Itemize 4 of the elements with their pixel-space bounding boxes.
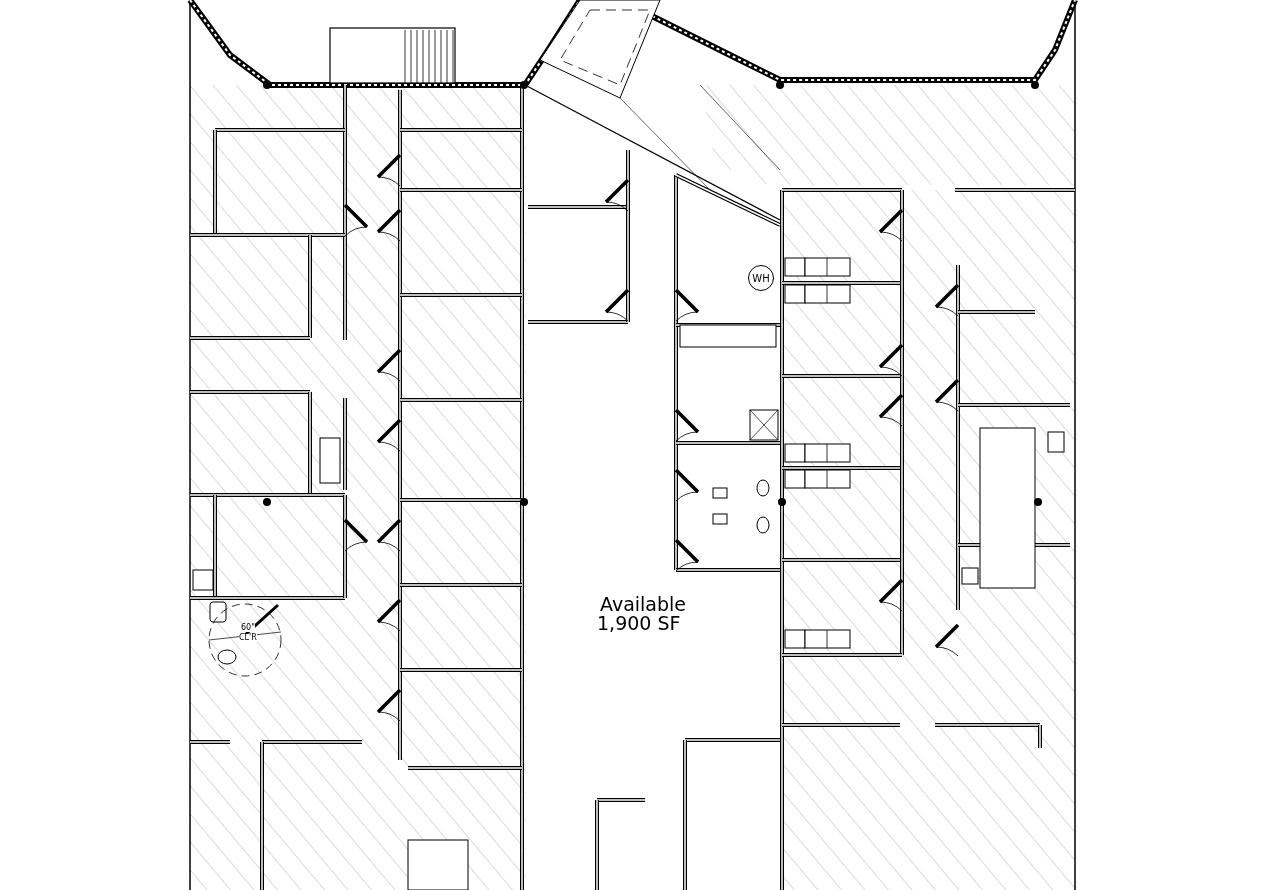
area-label: Available bbox=[600, 595, 686, 614]
area-label: 1,900 SF bbox=[597, 614, 681, 633]
clearance-label: CL'R bbox=[239, 634, 257, 642]
clearance-label: 60" bbox=[241, 624, 255, 632]
